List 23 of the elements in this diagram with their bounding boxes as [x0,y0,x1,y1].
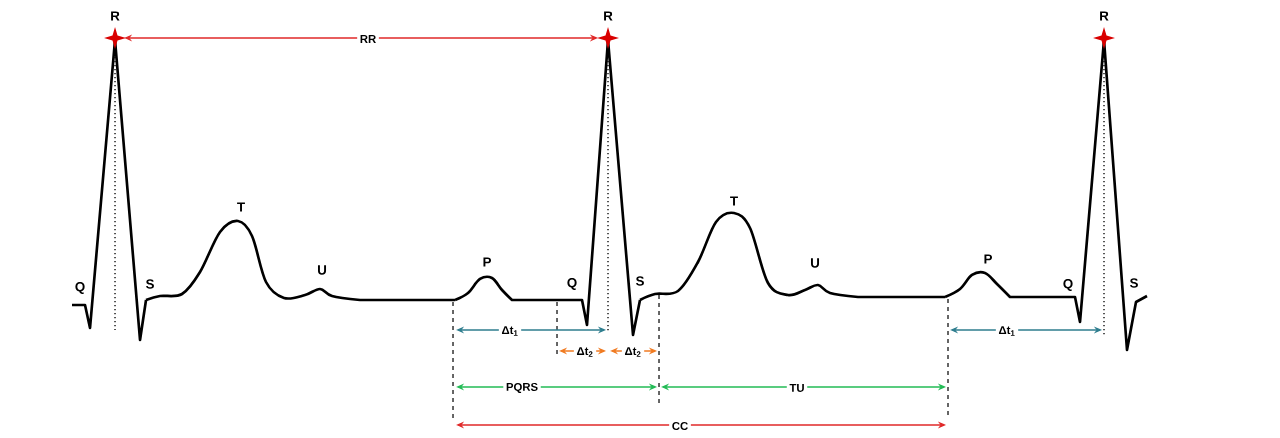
wave-label: T [237,202,245,212]
wave-label: U [811,258,819,268]
wave-label: R [604,11,613,21]
dimension-label: CC [669,419,691,433]
dimension-label: PQRS [503,380,541,396]
wave-label: Q [1063,279,1073,291]
wave-label: P [483,257,491,267]
dimension-label: TU [786,381,808,395]
wave-label: Q [567,278,577,290]
dimension-label: Δt$_{2}$ [573,344,597,360]
wave-label: S [1129,278,1138,288]
wave-label: R [1100,11,1109,21]
wave-label: R [111,11,120,21]
dimension-label: Δt$_{1}$ [498,323,522,339]
wave-label: U [318,265,326,275]
dimension-label: Δt$_{2}$ [621,344,645,360]
wave-label: S [145,279,154,289]
wave-label: Q [75,282,85,294]
wave-label: S [635,276,644,286]
wave-label: P [984,254,992,264]
wave-label: T [730,196,738,206]
dimension-label: RR [357,32,379,46]
dimension-label: Δt$_{1}$ [995,323,1019,339]
